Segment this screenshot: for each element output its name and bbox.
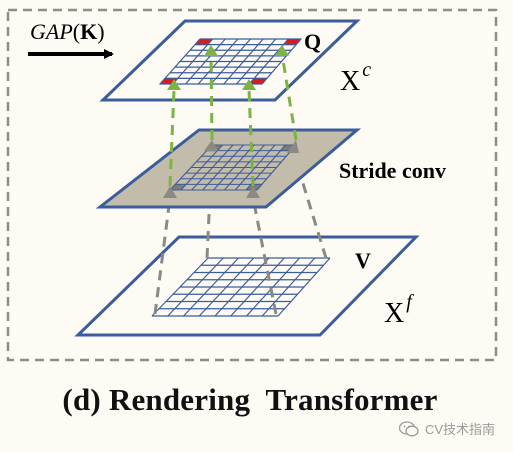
stride-conv-label: Stride conv bbox=[339, 158, 446, 183]
green-arrowheads bbox=[167, 45, 289, 90]
v-label: V bbox=[355, 248, 371, 273]
stride-highlight-cell bbox=[245, 183, 263, 191]
q-highlight-cell bbox=[193, 38, 214, 46]
q-grid bbox=[159, 38, 302, 85]
q-label: Q bbox=[304, 29, 321, 54]
outer-dashed-frame bbox=[6, 8, 498, 362]
gray-arrowheads bbox=[163, 140, 299, 198]
stride-conv-plane bbox=[95, 128, 362, 209]
figure-caption: (d) Rendering Transformer bbox=[62, 382, 438, 417]
watermark-text: CV技术指南 bbox=[424, 422, 495, 437]
stride-highlight-cell bbox=[168, 183, 188, 191]
green-connectors bbox=[168, 53, 298, 187]
watermark: CV技术指南 bbox=[398, 419, 495, 438]
q-highlight-cell bbox=[282, 38, 303, 46]
q-highlight-cells bbox=[158, 38, 303, 85]
v-grid bbox=[151, 257, 331, 317]
gap-label: GAP(K) bbox=[30, 19, 105, 44]
wechat-icon bbox=[398, 420, 419, 436]
